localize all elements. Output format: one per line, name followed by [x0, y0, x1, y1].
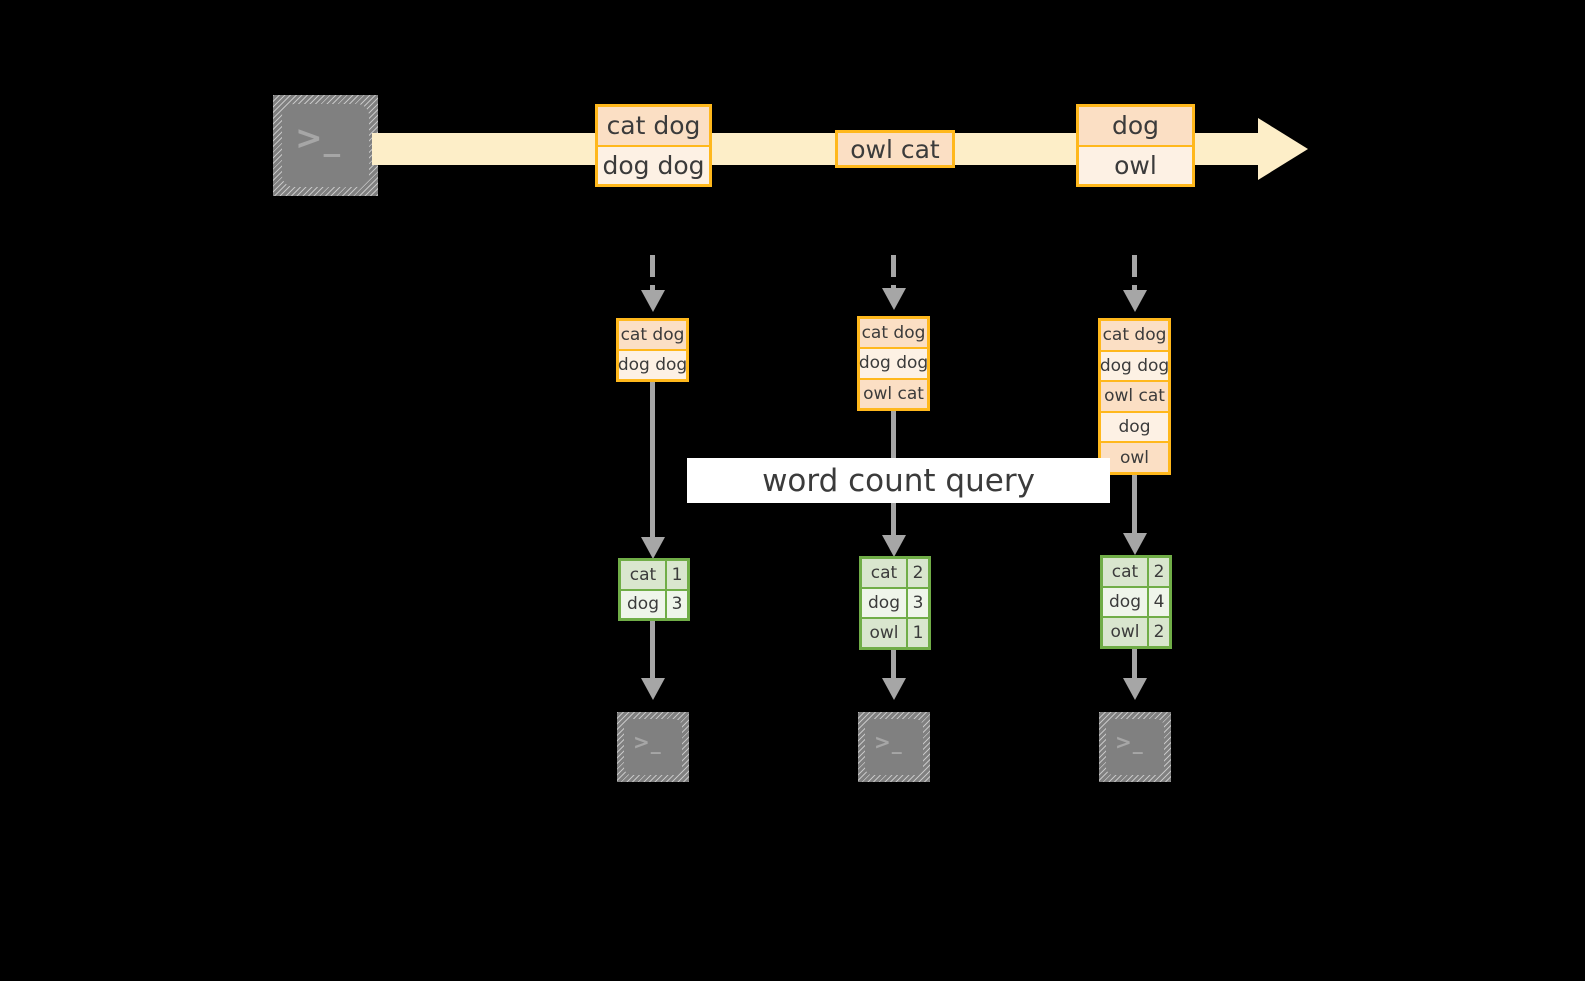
- stream-message-2: owl cat: [835, 130, 955, 168]
- state-to-result-connector-1: [650, 382, 655, 542]
- result-word: owl: [862, 619, 908, 647]
- stream-to-state-arrowhead-3: [1123, 290, 1147, 312]
- stream-to-state-arrowhead-1: [641, 290, 665, 312]
- result-count: 1: [667, 561, 687, 589]
- stream-to-state-connector-1: [650, 255, 655, 293]
- result-word: dog: [621, 590, 667, 618]
- table-row: cat 2: [862, 559, 928, 589]
- result-to-consumer-arrowhead-3: [1123, 678, 1147, 700]
- terminal-prompt-label: >_: [295, 118, 342, 157]
- state-to-result-arrowhead-1: [641, 537, 665, 559]
- terminal-prompt-label: >_: [1115, 730, 1144, 754]
- terminal-screen: [624, 719, 682, 775]
- stream-message-3: dog owl: [1076, 104, 1195, 187]
- table-row: owl 2: [1103, 618, 1169, 646]
- state-line: dog dog: [859, 349, 928, 380]
- result-word: cat: [1103, 558, 1149, 586]
- result-word: dog: [862, 589, 908, 617]
- state-line: owl: [1101, 443, 1168, 472]
- result-word: dog: [1103, 588, 1149, 616]
- result-count: 4: [1149, 588, 1169, 616]
- state-to-result-connector-3: [1132, 475, 1137, 538]
- terminal-prompt-label: >_: [633, 730, 662, 754]
- table-row: dog 3: [621, 590, 687, 618]
- stream-to-state-arrowhead-2: [882, 288, 906, 310]
- result-to-consumer-connector-1: [650, 621, 655, 683]
- state-line: owl cat: [860, 379, 927, 408]
- message-line: owl: [1079, 146, 1192, 184]
- result-to-consumer-connector-3: [1132, 649, 1137, 683]
- consumer-terminal-icon-1: >_: [617, 712, 689, 782]
- table-row: cat 1: [621, 561, 687, 591]
- table-row: dog 3: [862, 589, 928, 619]
- stream-arrowhead: [1258, 118, 1308, 180]
- state-line: cat dog: [619, 321, 686, 351]
- stream-message-1: cat dog dog dog: [595, 104, 712, 187]
- result-to-consumer-arrowhead-1: [641, 678, 665, 700]
- message-line: dog: [1079, 107, 1192, 147]
- table-row: owl 1: [862, 619, 928, 647]
- result-count: 3: [667, 590, 687, 618]
- result-to-consumer-arrowhead-2: [882, 678, 906, 700]
- stream-to-state-connector-2: [891, 255, 896, 291]
- result-count: 1: [908, 619, 928, 647]
- state-stack-3: cat dog dog dog owl cat dog owl: [1098, 318, 1171, 475]
- message-line: dog dog: [598, 146, 709, 184]
- result-word: cat: [621, 561, 667, 589]
- state-to-result-arrowhead-2: [882, 535, 906, 557]
- message-line: cat dog: [598, 107, 709, 147]
- result-count: 2: [1149, 618, 1169, 646]
- result-table-1: cat 1 dog 3: [618, 558, 690, 621]
- terminal-prompt-label: >_: [874, 730, 903, 754]
- message-line: owl cat: [838, 133, 952, 165]
- result-word: cat: [862, 559, 908, 587]
- terminal-screen: [865, 719, 923, 775]
- state-line: dog dog: [618, 351, 687, 379]
- result-table-3: cat 2 dog 4 owl 2: [1100, 555, 1172, 649]
- table-row: dog 4: [1103, 588, 1169, 618]
- table-row: cat 2: [1103, 558, 1169, 588]
- query-label: word count query: [687, 458, 1110, 503]
- result-count: 3: [908, 589, 928, 617]
- state-line: cat dog: [860, 319, 927, 350]
- result-count: 2: [908, 559, 928, 587]
- state-line: dog: [1101, 412, 1168, 444]
- result-to-consumer-connector-2: [891, 650, 896, 683]
- producer-terminal-icon: >_: [273, 95, 378, 196]
- terminal-screen: [282, 104, 369, 187]
- result-word: owl: [1103, 618, 1149, 646]
- state-to-result-arrowhead-3: [1123, 533, 1147, 555]
- state-line: dog dog: [1100, 351, 1169, 383]
- terminal-screen: [1106, 719, 1164, 775]
- result-table-2: cat 2 dog 3 owl 1: [859, 556, 931, 650]
- state-line: cat dog: [1101, 321, 1168, 352]
- state-stack-1: cat dog dog dog: [616, 318, 689, 382]
- state-line: owl cat: [1101, 382, 1168, 413]
- stream-to-state-connector-3: [1132, 255, 1137, 293]
- consumer-terminal-icon-3: >_: [1099, 712, 1171, 782]
- result-count: 2: [1149, 558, 1169, 586]
- consumer-terminal-icon-2: >_: [858, 712, 930, 782]
- state-stack-2: cat dog dog dog owl cat: [857, 316, 930, 411]
